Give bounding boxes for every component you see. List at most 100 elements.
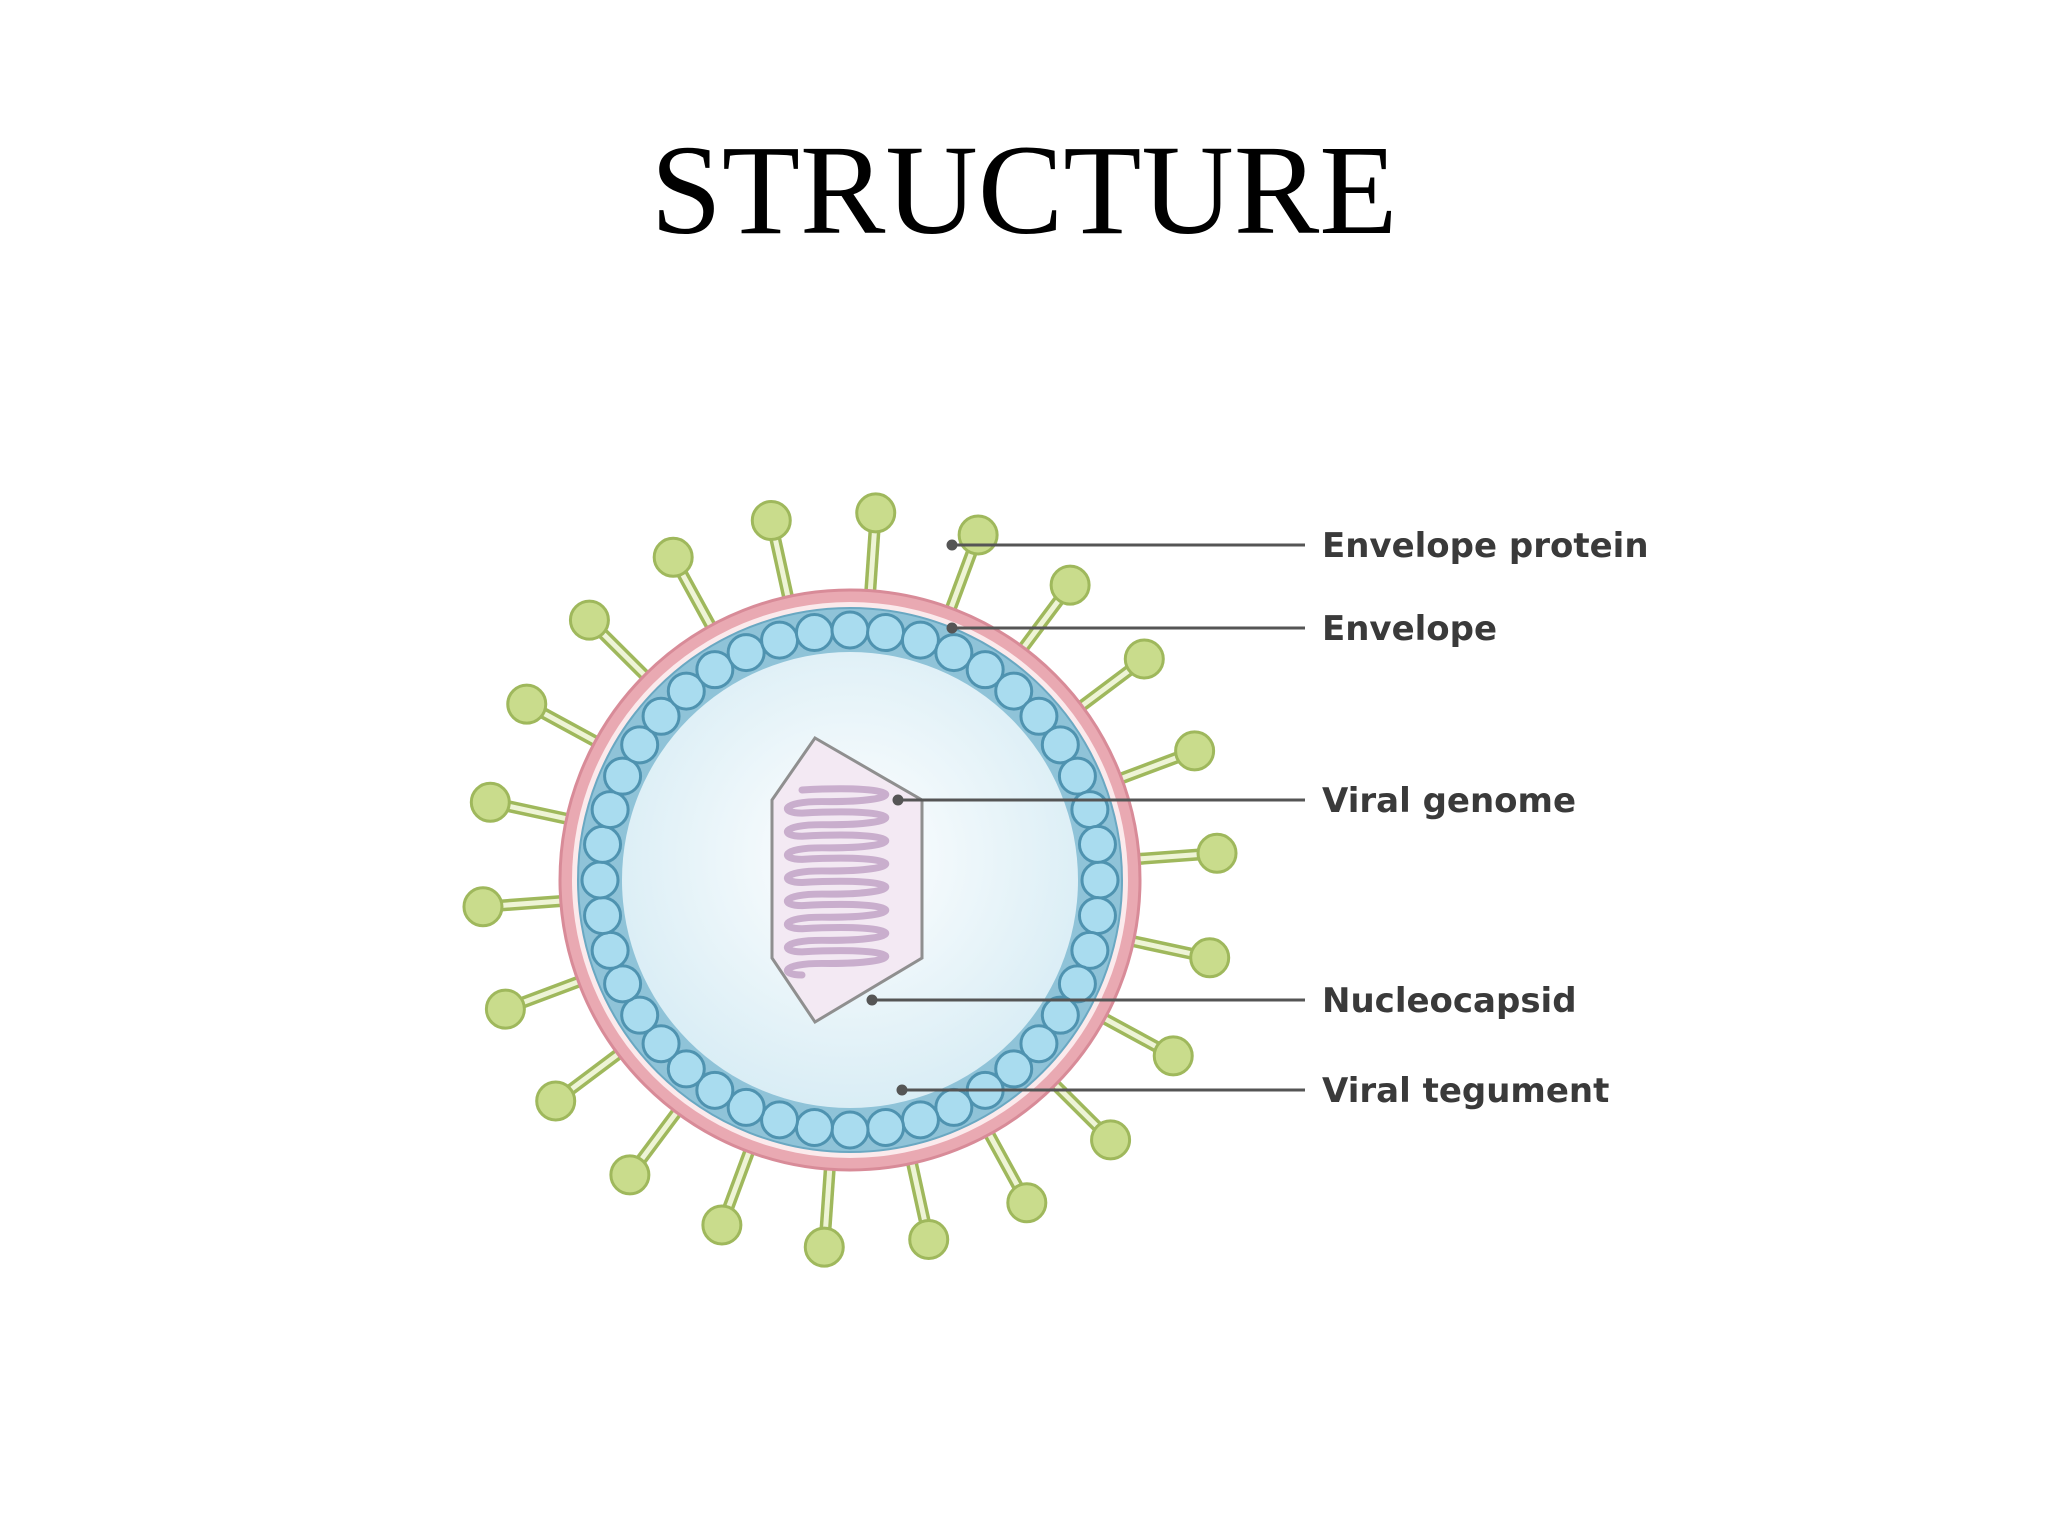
capsomere — [590, 790, 630, 830]
spike-head — [803, 1226, 845, 1268]
label-envelope-protein: Envelope protein — [1322, 526, 1649, 566]
spike-head — [701, 1204, 743, 1246]
capsomere — [1040, 995, 1080, 1035]
spike-stalk-highlight — [679, 571, 717, 634]
spike-head — [1189, 937, 1231, 979]
spike-stalk-highlight — [945, 551, 975, 617]
capsomere — [620, 725, 660, 765]
capsomere — [726, 1087, 766, 1127]
capsomere — [965, 650, 1005, 690]
capsomere — [934, 633, 974, 673]
capsomere — [900, 620, 940, 660]
capsomere — [641, 696, 681, 736]
viral-genome-coil — [783, 785, 890, 979]
capsomere — [726, 633, 766, 673]
spike-head — [750, 500, 792, 542]
label-nucleocapsid: Nucleocapsid — [1322, 981, 1577, 1021]
spike-head — [908, 1218, 950, 1260]
capsomere — [1080, 860, 1120, 900]
capsomere — [695, 650, 735, 690]
capsomere — [866, 1107, 906, 1147]
capsomere — [934, 1087, 974, 1127]
capsomere — [866, 613, 906, 653]
spike-head — [1196, 832, 1238, 874]
spike-stalk-highlight — [638, 1104, 684, 1162]
capsomere — [620, 995, 660, 1035]
capsomere — [760, 1100, 800, 1140]
spike-head — [535, 1080, 577, 1122]
capsomere — [1019, 696, 1059, 736]
capsomere — [1077, 824, 1117, 864]
spike-stalk-highlight — [867, 530, 877, 599]
spike-stalk-highlight — [507, 803, 575, 823]
nucleocapsid-capsomeres — [580, 610, 1120, 1150]
capsomere — [760, 620, 800, 660]
spike-head — [462, 886, 504, 928]
spike-stalk-highlight — [983, 1126, 1021, 1189]
spike-stalk-highlight — [1125, 937, 1193, 957]
capsomere — [1070, 790, 1110, 830]
leader-lines — [866, 539, 1305, 1096]
capsomere — [1019, 1024, 1059, 1064]
spike-stalk-highlight — [600, 631, 653, 683]
spike-stalk-highlight — [772, 537, 793, 606]
capsomere — [1077, 896, 1117, 936]
spike-stalk-highlight — [500, 898, 569, 908]
capsomere — [830, 1110, 870, 1150]
spike-head — [1152, 1035, 1194, 1077]
capsomere — [583, 824, 623, 864]
leader-dot-nucleocapsid — [866, 994, 878, 1006]
capsomere — [794, 1107, 834, 1147]
capsomere — [641, 1024, 681, 1064]
label-viral-genome: Viral genome — [1322, 781, 1576, 821]
leader-dot-viral-tegument — [896, 1084, 908, 1096]
capsomere — [994, 671, 1034, 711]
capsomere — [1057, 756, 1097, 796]
spike-head — [609, 1154, 651, 1196]
capsomere — [794, 613, 834, 653]
spike-head — [568, 599, 610, 641]
capsomere — [900, 1100, 940, 1140]
spike-stalk-highlight — [725, 1143, 755, 1209]
label-viral-tegument: Viral tegument — [1322, 1071, 1609, 1111]
spike-head — [1174, 730, 1216, 772]
capsomere — [1070, 930, 1110, 970]
capsomere — [666, 1049, 706, 1089]
spike-stalk-highlight — [1047, 1077, 1100, 1129]
capsomere — [583, 896, 623, 936]
spike-stalk-highlight — [823, 1161, 833, 1230]
spike-stalk-highlight — [568, 1047, 626, 1093]
spike-stalk-highlight — [1113, 754, 1179, 784]
spike-head — [1006, 1182, 1048, 1224]
spike-head — [469, 781, 511, 823]
capsomere — [603, 756, 643, 796]
capsomere — [695, 1070, 735, 1110]
leader-dot-envelope — [946, 622, 958, 634]
spike-head — [506, 683, 548, 725]
slide-title: STRUCTURE — [650, 119, 1398, 261]
spike-head — [957, 514, 999, 556]
capsomere — [590, 930, 630, 970]
spike-head — [855, 492, 897, 534]
leader-dot-viral-genome — [892, 794, 904, 806]
label-envelope: Envelope — [1322, 609, 1497, 649]
capsomere — [1057, 964, 1097, 1004]
spike-head — [652, 536, 694, 578]
capsomere — [580, 860, 620, 900]
spike-stalk-highlight — [541, 710, 604, 748]
capsomere — [994, 1049, 1034, 1089]
spike-stalk-highlight — [1074, 667, 1132, 713]
capsomere — [830, 610, 870, 650]
spike-head — [1123, 638, 1165, 680]
spike-head — [484, 988, 526, 1030]
spike-stalk-highlight — [1096, 1012, 1159, 1050]
spike-stalk-highlight — [907, 1154, 928, 1223]
spike-stalk-highlight — [521, 976, 587, 1006]
leader-dot-envelope-protein — [946, 539, 958, 551]
spike-head — [1049, 564, 1091, 606]
capsomere — [666, 671, 706, 711]
capsomere — [603, 964, 643, 1004]
spike-head — [1090, 1119, 1132, 1161]
